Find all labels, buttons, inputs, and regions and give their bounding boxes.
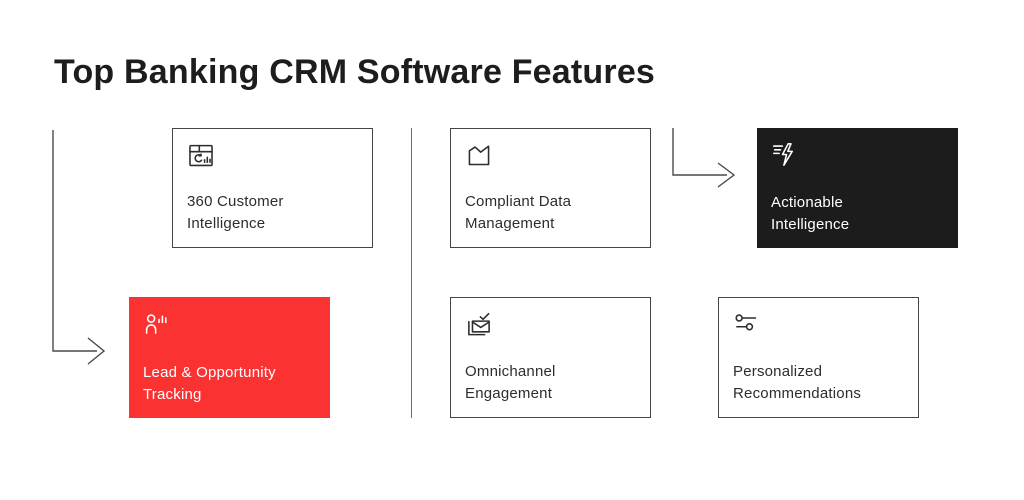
feature-card-actionable-intelligence: Actionable Intelligence xyxy=(757,128,958,248)
feature-card-personalized-recommendations: Personalized Recommendations xyxy=(718,297,919,418)
arrow-to-lead-opportunity-tracking xyxy=(45,126,111,370)
card-label: Lead & Opportunity Tracking xyxy=(143,364,276,403)
dashboard-chart-icon xyxy=(187,142,215,169)
feature-card-lead-opportunity-tracking: Lead & Opportunity Tracking xyxy=(129,297,330,418)
sliders-icon xyxy=(733,311,761,338)
card-label: Compliant Data Management xyxy=(465,193,572,232)
arrow-to-actionable-intelligence xyxy=(665,124,745,192)
card-label: Actionable Intelligence xyxy=(771,194,850,233)
column-divider-line xyxy=(411,128,412,418)
lightning-speed-icon xyxy=(771,141,799,168)
feature-card-compliant-data-management: Compliant Data Management xyxy=(450,128,651,248)
page-title: Top Banking CRM Software Features xyxy=(54,52,656,91)
envelope-check-icon xyxy=(465,311,493,338)
area-chart-icon xyxy=(465,142,493,169)
feature-card-360-customer-intelligence: 360 Customer Intelligence xyxy=(172,128,373,248)
card-label: Personalized Recommendations xyxy=(733,363,862,402)
card-label: 360 Customer Intelligence xyxy=(187,193,284,232)
feature-card-omnichannel-engagement: Omnichannel Engagement xyxy=(450,297,651,418)
user-with-bars-icon xyxy=(143,310,171,337)
card-label: Omnichannel Engagement xyxy=(465,363,556,402)
